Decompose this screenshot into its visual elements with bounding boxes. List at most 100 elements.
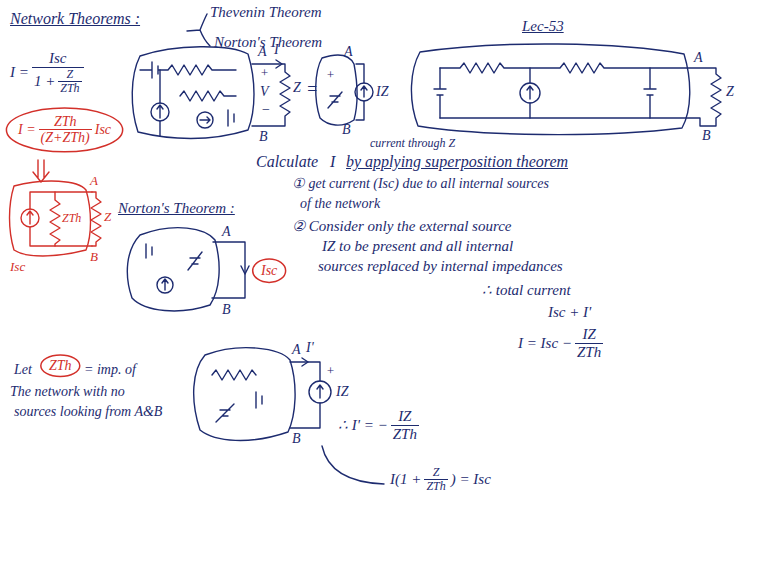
current-arrow (302, 358, 308, 366)
note-text: IZ (376, 84, 388, 99)
note-text: + (260, 66, 269, 80)
note-text: Z (293, 80, 301, 95)
fraction: ZTh(Z+ZTh) (39, 114, 92, 146)
voltage-source (309, 381, 331, 403)
current-source (197, 112, 213, 128)
oval-outline (253, 259, 286, 282)
numerator: IZ (580, 326, 597, 343)
oval-node: ZTh (40, 354, 81, 377)
node-text: ZTh (49, 358, 72, 373)
voltage-source (355, 83, 373, 101)
resistor-symbol (50, 192, 60, 246)
note-text: ZTh (426, 479, 445, 493)
node-text: ZTh (54, 114, 77, 129)
note-text: A (292, 342, 301, 357)
source-arrow (527, 86, 533, 99)
source-arrow (157, 105, 163, 118)
formula: I =ZTh(Z+ZTh)Isc (18, 114, 111, 146)
note-text: − (261, 102, 270, 117)
numerator: IZ (396, 408, 413, 425)
note-text: ② Consider only the external source (292, 218, 511, 235)
note-text: I = Isc − (518, 335, 572, 352)
battery-symbol (434, 68, 446, 118)
brace (187, 14, 210, 46)
oval-node: Isc (252, 258, 286, 283)
oval-outline (6, 108, 122, 152)
note-text: A (694, 50, 703, 65)
fraction: ZZTh (424, 466, 447, 493)
note-text: = imp. of (84, 362, 136, 377)
battery-symbol (146, 244, 152, 258)
note-text: V (260, 84, 269, 99)
resistor-symbol (212, 370, 256, 380)
red-norton-sketch (10, 160, 102, 256)
note-text: sources replaced by internal impedances (318, 258, 563, 275)
link-curve (322, 446, 384, 484)
network-outline (411, 44, 689, 135)
note-text: = (306, 80, 318, 100)
load-impedance (91, 192, 101, 246)
fraction: ZZTh (58, 68, 81, 95)
current-source (21, 209, 39, 227)
fraction: Isc1 +ZZTh (32, 50, 84, 95)
numerator: Z (431, 466, 442, 479)
denominator: ZTh (424, 479, 447, 493)
node-text: I = (18, 122, 36, 137)
cancelled-battery (188, 252, 202, 270)
note-text: Norton's Theorem : (118, 200, 235, 217)
note-text: A (344, 44, 353, 59)
wire (356, 64, 364, 120)
note-text: ZTh (577, 344, 601, 360)
current-source (520, 83, 540, 103)
note-text: I (330, 153, 335, 171)
current-arrow (241, 266, 249, 274)
denominator: ZTh (58, 81, 81, 95)
fraction: IZZTh (391, 408, 419, 442)
note-text: ZTh (60, 81, 79, 95)
network-outline (127, 228, 219, 311)
note-text: Let (14, 362, 32, 377)
current-arrow (276, 60, 282, 68)
numerator: Z (65, 68, 76, 81)
note-text: of the network (300, 196, 380, 211)
battery-resistor (140, 62, 236, 78)
oval-node: I =ZTh(Z+ZTh)Isc (4, 106, 125, 154)
note-text: IZ (582, 326, 595, 342)
note-text: + (326, 68, 335, 82)
note-text: Lec-53 (522, 18, 564, 35)
formula: ∴ I' = −IZZTh (338, 408, 419, 442)
network-outline (316, 55, 357, 125)
note-text: Norton's Theorem (214, 34, 322, 51)
formula: 1 +ZZTh (34, 68, 82, 95)
note-text: Z (726, 84, 734, 99)
note-text: B (222, 302, 231, 317)
current-source (151, 103, 169, 121)
denominator: ZTh (391, 425, 419, 443)
formula: I =Isc1 +ZZTh (10, 50, 84, 95)
note-text: sources looking from A&B (14, 404, 162, 419)
node-text: (Z+ZTh) (41, 130, 90, 145)
note-text: ∴ total current (482, 282, 571, 299)
double-arrow (33, 160, 49, 182)
note-text: 1 + (34, 73, 55, 90)
battery-symbol (256, 392, 262, 408)
note-text: by applying superposition theorem (346, 153, 568, 171)
note-text: Thevenin Theorem (210, 4, 322, 21)
note-text: The network with no (10, 384, 125, 399)
note-text: Isc (49, 50, 67, 66)
network-outline (132, 47, 254, 139)
note-text: ZTh (62, 212, 81, 225)
numerator: ZTh (52, 114, 79, 129)
note-text: IZ (398, 408, 411, 424)
numerator: Isc (47, 50, 69, 67)
formula: I(1 +ZZTh) = Isc (390, 466, 491, 493)
fraction: IZ ZTh (575, 326, 603, 360)
wire (440, 63, 721, 126)
source-arrow (162, 279, 168, 290)
note-text: B (259, 129, 268, 144)
note-text: A (90, 174, 98, 188)
source-arrow (200, 117, 210, 123)
resistor-symbol (180, 91, 236, 101)
note-text: B (90, 250, 98, 264)
